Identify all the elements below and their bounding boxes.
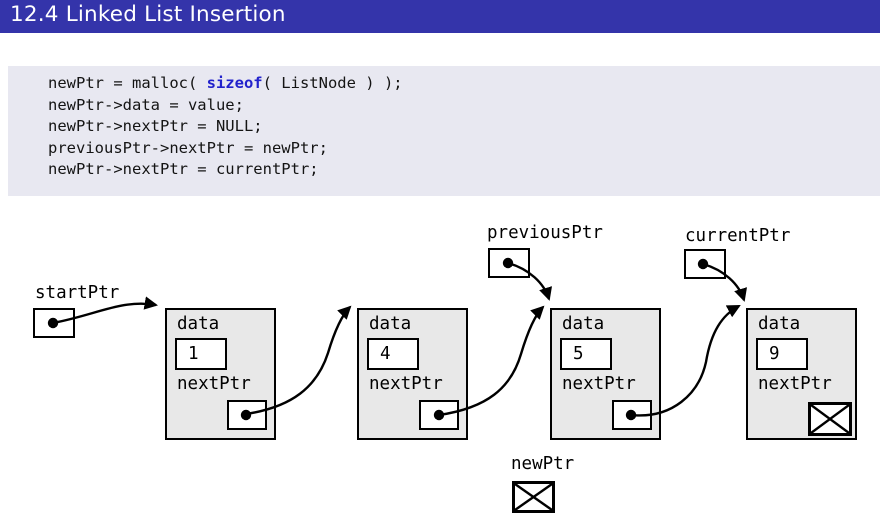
node-next-label: nextPtr: [369, 374, 443, 394]
node-next-pointer-box: [612, 400, 652, 430]
code-line: newPtr = malloc( sizeof( ListNode ) );: [48, 73, 880, 95]
code-line: previousPtr->nextPtr = newPtr;: [48, 138, 328, 157]
node-next-null-box: [808, 402, 852, 436]
node-data-label: data: [369, 314, 412, 334]
node-next-pointer-box: [227, 400, 267, 430]
list-node-2: data 4 nextPtr: [357, 308, 468, 440]
code-line: newPtr->nextPtr = NULL;: [48, 117, 263, 135]
node-data-value-box: 5: [560, 338, 612, 370]
node-data-value-box: 1: [175, 338, 227, 370]
node-data-value: 1: [188, 344, 199, 364]
list-node-3: data 5 nextPtr: [550, 308, 661, 440]
node-data-label: data: [562, 314, 605, 334]
node-data-value-box: 4: [367, 338, 419, 370]
node-data-value: 4: [380, 344, 391, 364]
start-pointer-box: [33, 308, 75, 338]
node-data-value-box: 9: [756, 338, 808, 370]
node-data-value: 9: [769, 344, 780, 364]
node-next-label: nextPtr: [562, 374, 636, 394]
node-data-value: 5: [573, 344, 584, 364]
node-next-label: nextPtr: [177, 374, 251, 394]
null-x-icon: [515, 484, 552, 510]
node-data-label: data: [177, 314, 220, 334]
code-line: newPtr->nextPtr = currentPtr;: [48, 160, 319, 178]
node-data-label: data: [758, 314, 801, 334]
node-next-label: nextPtr: [758, 374, 832, 394]
code-line: newPtr->data = value;: [48, 95, 244, 114]
new-pointer-null-box: [512, 481, 555, 513]
previous-pointer-box: [488, 248, 530, 278]
node-next-pointer-box: [419, 400, 459, 430]
slide-title: 12.4 Linked List Insertion: [10, 2, 286, 27]
null-x-icon: [811, 405, 849, 433]
new-pointer-label: newPtr: [511, 454, 575, 474]
code-text: newPtr = malloc(: [48, 74, 207, 92]
current-pointer-box: [684, 249, 726, 279]
start-pointer-label: startPtr: [35, 283, 120, 303]
current-pointer-label: currentPtr: [685, 226, 791, 246]
code-keyword: sizeof: [206, 74, 263, 92]
list-node-4: data 9 nextPtr: [746, 308, 857, 440]
code-block: newPtr = malloc( sizeof( ListNode ) ); n…: [8, 66, 880, 196]
list-node-1: data 1 nextPtr: [165, 308, 276, 440]
previous-pointer-label: previousPtr: [487, 223, 603, 243]
title-bar: 12.4 Linked List Insertion: [0, 0, 880, 33]
code-text: ( ListNode ) );: [262, 74, 403, 92]
